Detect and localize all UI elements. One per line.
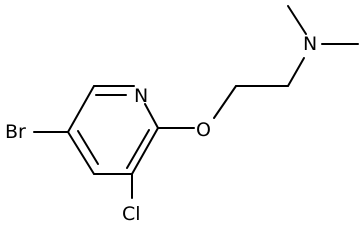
bond-c4a-c4-inner xyxy=(77,130,99,165)
atom-label-chlorine: Cl xyxy=(122,203,141,225)
bond-n-methyl-up xyxy=(287,5,307,35)
bond-n1-c2 xyxy=(144,103,159,129)
molecule-drawing: N O N Br Cl xyxy=(5,5,359,225)
atom-label-ring-nitrogen: N xyxy=(134,85,148,107)
bond-c4-c5 xyxy=(67,85,95,133)
bond-c4a-c4 xyxy=(67,131,95,175)
bond-o-ch2 xyxy=(213,85,237,119)
atom-label-oxygen: O xyxy=(196,119,211,141)
bond-c2-c3-double xyxy=(131,127,159,175)
bond-ch2-n xyxy=(287,57,305,87)
chemical-structure-canvas: N O N Br Cl xyxy=(5,5,359,225)
atom-label-amine-nitrogen: N xyxy=(303,33,317,55)
atom-label-bromine: Br xyxy=(5,121,26,143)
bond-c2-c3-inner xyxy=(126,129,150,169)
